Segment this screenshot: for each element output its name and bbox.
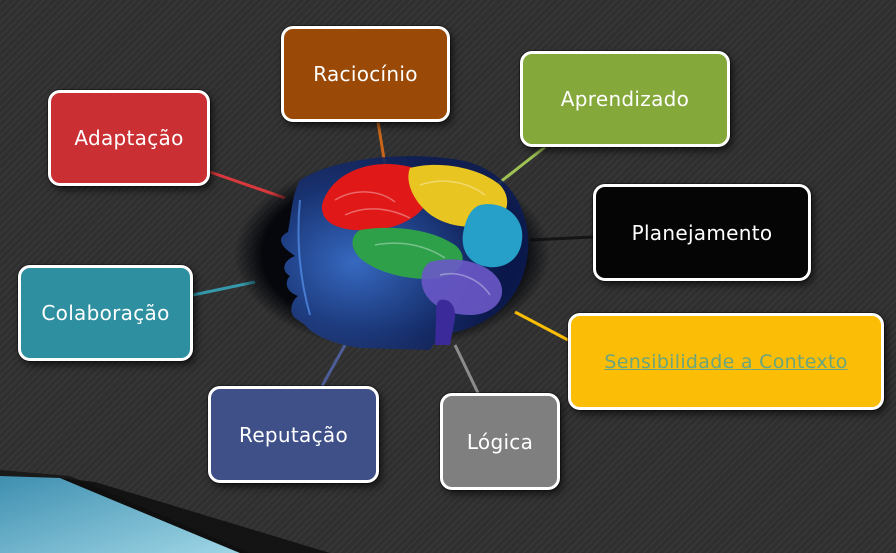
node-reputacao[interactable]: Reputação [208, 386, 379, 483]
node-logica[interactable]: Lógica [440, 393, 560, 490]
brain-stem [435, 299, 456, 345]
node-colaboracao-label: Colaboração [41, 301, 170, 325]
node-planejamento-label: Planejamento [631, 220, 773, 245]
node-sensibilidade-contexto[interactable]: Sensibilidade a Contexto [568, 313, 884, 410]
node-logica-label: Lógica [466, 429, 534, 454]
node-raciocinio-label: Raciocínio [313, 62, 418, 86]
connector-sensibilidade [514, 310, 569, 342]
occipital-lobe [462, 204, 523, 268]
node-reputacao-label: Reputação [239, 422, 348, 447]
node-aprendizado-label: Aprendizado [560, 87, 690, 111]
node-raciocinio[interactable]: Raciocínio [281, 26, 450, 122]
node-aprendizado[interactable]: Aprendizado [520, 51, 730, 147]
node-colaboracao[interactable]: Colaboração [18, 265, 193, 361]
node-adaptacao[interactable]: Adaptação [48, 90, 210, 186]
frontal-lobe [321, 164, 432, 231]
connector-logica [453, 344, 480, 394]
node-adaptacao-label: Adaptação [74, 126, 184, 150]
node-planejamento[interactable]: Planejamento [593, 184, 811, 281]
node-sensibilidade-label: Sensibilidade a Contexto [604, 350, 848, 373]
connector-reputacao [320, 344, 347, 387]
